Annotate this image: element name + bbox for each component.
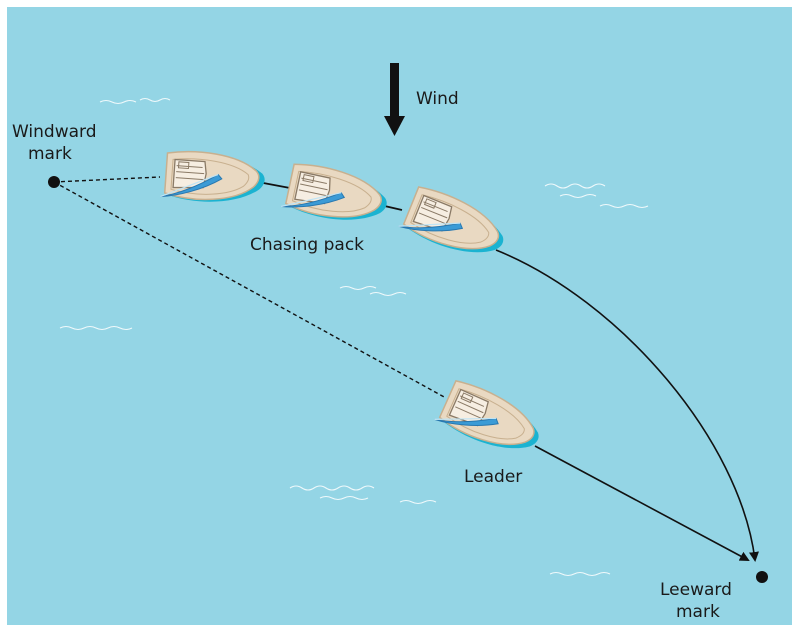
wave-ripples — [59, 97, 649, 577]
leeward-mark-label-line2: mark — [676, 602, 720, 622]
windward-mark-label-line2: mark — [28, 144, 72, 164]
chasing-pack-label: Chasing pack — [250, 235, 364, 255]
windward-mark-label-line1: Windward — [12, 122, 97, 142]
diagram-border — [5, 5, 794, 627]
chasing-pack-dashed-line — [53, 176, 161, 183]
leader-label: Leader — [464, 467, 522, 487]
leader-course-solid-line — [534, 445, 750, 561]
wind-label: Wind — [416, 89, 459, 109]
wind-arrow-icon — [384, 63, 405, 136]
leader-course-line — [53, 181, 447, 399]
leeward-mark — [756, 571, 768, 583]
chasing-pack-course-curve — [495, 249, 759, 562]
leeward-mark-label-line1: Leeward — [660, 580, 732, 600]
windward-mark — [48, 176, 60, 188]
water-background — [6, 6, 793, 626]
